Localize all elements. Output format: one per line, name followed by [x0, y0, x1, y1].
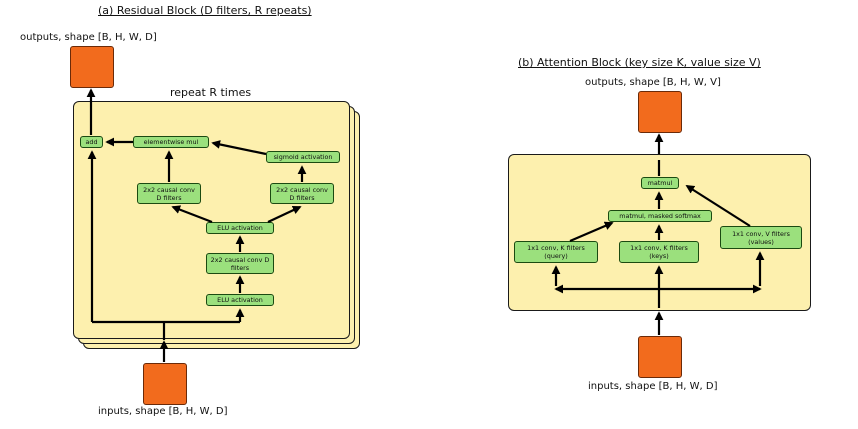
node-conv-left: 2x2 causal conv D filters: [137, 183, 201, 204]
node-conv-mid: 2x2 causal conv D filters: [206, 253, 274, 274]
attention-outputs-label: outputs, shape [B, H, W, V]: [585, 77, 721, 88]
node-conv-right: 2x2 causal conv D filters: [270, 183, 334, 204]
residual-outputs-label: outputs, shape [B, H, W, D]: [20, 32, 157, 43]
attention-input-block: [638, 336, 682, 378]
node-add: add: [80, 136, 103, 148]
node-matmul-masked-softmax: matmul, masked softmax: [608, 210, 712, 222]
attention-block-title: (b) Attention Block (key size K, value s…: [518, 56, 761, 69]
repeat-label: repeat R times: [170, 86, 252, 99]
node-matmul: matmul: [641, 177, 679, 189]
node-elu-bottom: ELU activation: [206, 294, 274, 306]
node-elementwise-mul: elementwise mul: [133, 136, 209, 148]
node-sigmoid-activation: sigmoid activation: [266, 151, 340, 163]
attention-output-block: [638, 91, 682, 133]
residual-block-title: (a) Residual Block (D filters, R repeats…: [98, 4, 312, 17]
node-conv-query: 1x1 conv, K filters (query): [514, 241, 598, 263]
node-elu-top: ELU activation: [206, 222, 274, 234]
residual-output-block: [70, 46, 114, 88]
residual-inputs-label: inputs, shape [B, H, W, D]: [98, 406, 228, 417]
node-conv-values: 1x1 conv, V filters (values): [720, 226, 802, 249]
residual-input-block: [143, 363, 187, 405]
node-conv-keys: 1x1 conv, K filters (keys): [619, 241, 699, 263]
attention-inputs-label: inputs, shape [B, H, W, D]: [588, 381, 718, 392]
